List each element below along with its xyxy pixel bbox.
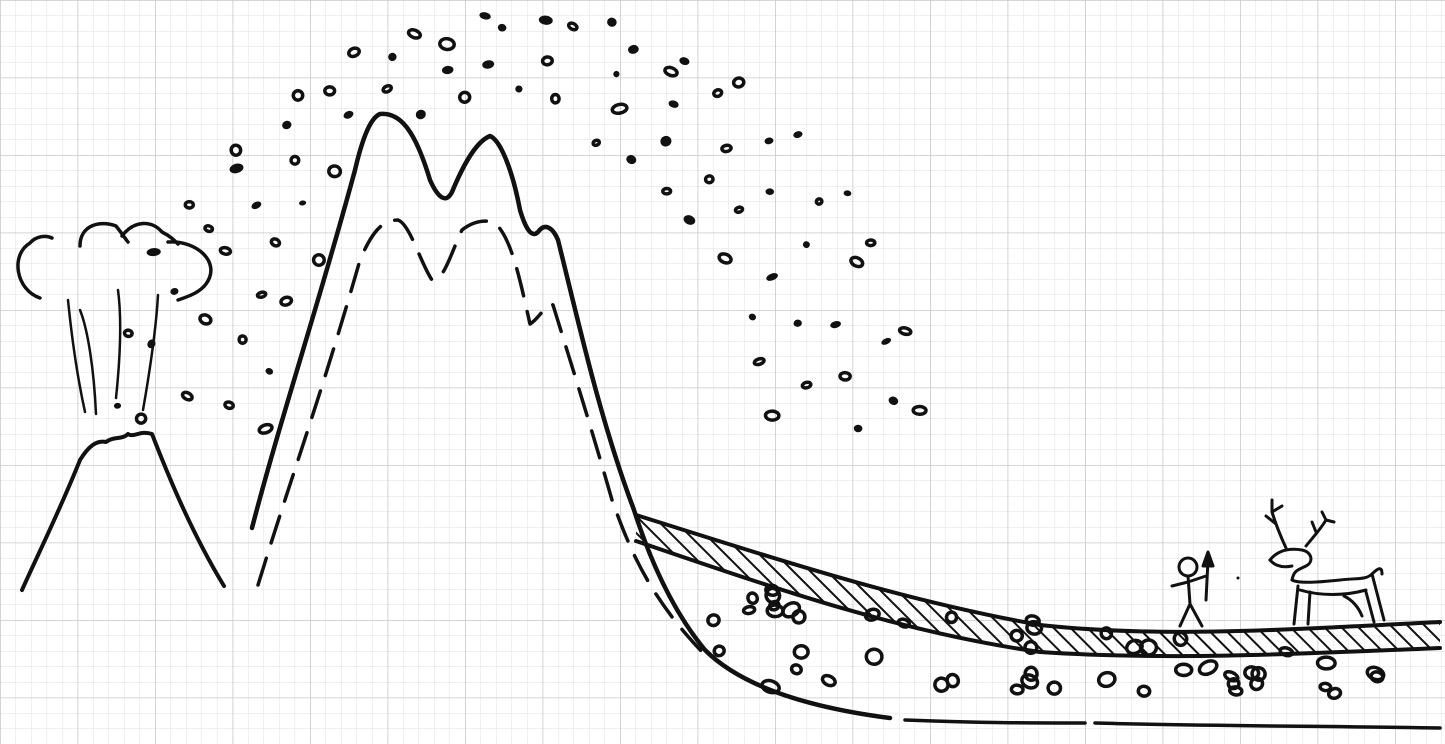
small-mark (1237, 577, 1240, 580)
